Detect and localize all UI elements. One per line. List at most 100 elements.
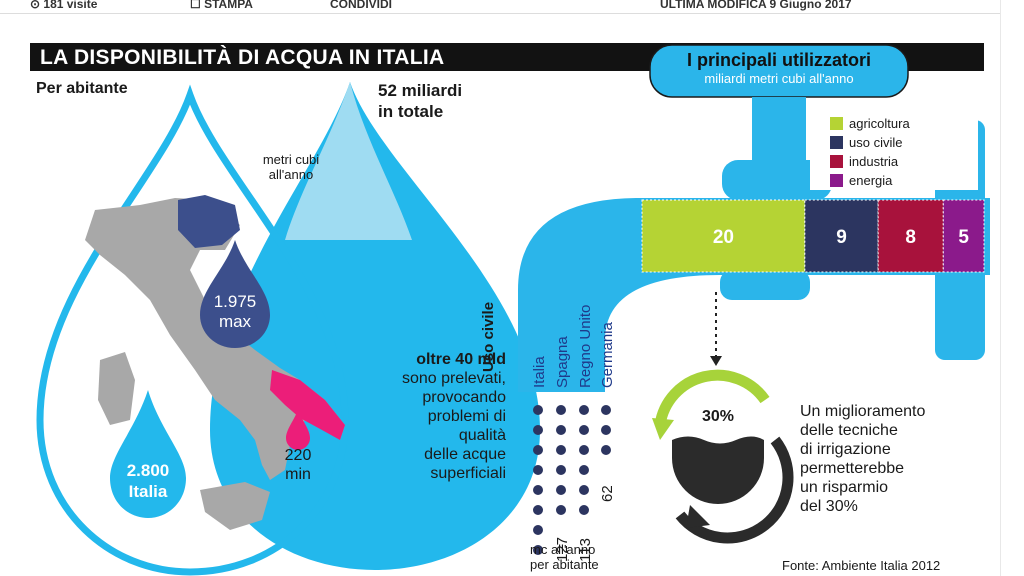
italia-label: Italia xyxy=(128,482,168,501)
legend-swatch xyxy=(830,155,843,168)
min-drop-text: 220 min xyxy=(270,446,326,484)
min-value: 220 xyxy=(284,447,312,464)
tap-title: I principali utilizzatori xyxy=(686,50,872,70)
total-line1: 52 miliardi xyxy=(378,81,463,100)
max-drop xyxy=(200,240,270,348)
civil-use-unit-line2: per abitante xyxy=(530,557,599,572)
civil-use-dot xyxy=(579,485,589,495)
max-label: max xyxy=(218,312,252,331)
cubic-meters-line1: metri cubi xyxy=(262,152,320,167)
civil-use-unit-line1: mc all'anno xyxy=(530,542,596,557)
legend-swatch xyxy=(830,174,843,187)
civil-use-dot xyxy=(533,525,543,535)
civil-use-dot xyxy=(556,445,566,455)
civil-use-dot-chart: Italia152Spagna127Regno Unito113Germania… xyxy=(531,305,616,562)
withdrawal-note-line: provocando xyxy=(422,389,506,406)
total-water-drop-light xyxy=(285,82,412,240)
visits-counter: ⊙ 181 visite xyxy=(30,0,98,11)
italia-drop xyxy=(110,390,186,518)
civil-use-dot xyxy=(579,505,589,515)
stack-bar-industria xyxy=(877,199,944,273)
civil-use-country-label: Spagna xyxy=(554,336,571,388)
civil-use-dot xyxy=(601,425,611,435)
north-region-max xyxy=(178,195,240,248)
withdrawal-note-line: delle acque xyxy=(424,446,506,463)
stacked-bar-chart: 20 9 8 5 xyxy=(641,199,985,273)
civil-use-dot xyxy=(601,445,611,455)
sardinia-map xyxy=(98,352,135,425)
legend-label: industria xyxy=(849,154,899,169)
civil-use-value-label: 113 xyxy=(577,538,594,562)
cubic-meters-line2: all'anno xyxy=(268,167,314,182)
legend-swatch xyxy=(830,136,843,149)
south-region-min xyxy=(270,370,345,440)
civil-use-dot xyxy=(601,405,611,415)
saving-note-line: Un miglioramento xyxy=(800,403,926,420)
last-modified: ULTIMA MODIFICA 9 Giugno 2017 xyxy=(660,0,852,11)
stack-bar-value: 8 xyxy=(905,227,916,248)
dotted-arrow-head xyxy=(710,356,722,366)
civil-use-dot xyxy=(533,505,543,515)
civil-use-dot xyxy=(533,485,543,495)
legend-swatch xyxy=(830,117,843,130)
per-capita-drop-outline xyxy=(36,84,349,576)
top-toolbar: ⊙ 181 visite ☐ STAMPA CONDIVIDI ULTIMA M… xyxy=(0,0,1024,14)
withdrawal-note-line: oltre 40 mld xyxy=(416,351,506,368)
cubic-meters-label: metri cubi all'anno xyxy=(246,152,336,182)
stack-bar-uso-civile xyxy=(804,199,879,273)
saving-percent: 30% xyxy=(701,408,735,425)
civil-use-dot xyxy=(579,425,589,435)
civil-use-unit: mc all'anno per abitante xyxy=(530,542,599,572)
total-label: 52 miliardi in totale xyxy=(378,80,462,122)
saving-note-line: di irrigazione xyxy=(800,441,891,458)
page-scroll-area xyxy=(1000,0,1024,576)
stack-bar-value: 9 xyxy=(836,227,847,248)
withdrawal-note: oltre 40 mld sono prelevati, provocando … xyxy=(346,350,506,483)
civil-use-dot xyxy=(579,405,589,415)
civil-use-dot xyxy=(533,425,543,435)
stack-bar-agricoltura xyxy=(641,199,806,273)
withdrawal-note-line: problemi di xyxy=(427,408,506,425)
sicily-map xyxy=(200,482,270,530)
withdrawal-note-line: qualità xyxy=(458,427,506,444)
min-label: min xyxy=(285,466,311,483)
civil-use-dot xyxy=(533,405,543,415)
legend-label: energia xyxy=(849,173,893,188)
civil-use-value-label: 62 xyxy=(599,485,616,502)
tap-subtitle: miliardi metri cubi all'anno xyxy=(704,71,854,86)
stack-bar-energia xyxy=(942,199,985,273)
civil-use-dot xyxy=(533,545,543,555)
civil-use-dot xyxy=(579,465,589,475)
saving-note-line: del 30% xyxy=(800,498,858,515)
saving-circle xyxy=(652,369,794,544)
civil-use-country-label: Italia xyxy=(531,356,548,388)
per-capita-label: Per abitante xyxy=(36,80,128,97)
stack-bar-value: 5 xyxy=(958,227,969,248)
stack-bar-value: 20 xyxy=(713,227,734,248)
withdrawal-note-line: sono prelevati, xyxy=(401,370,506,387)
saving-note: Un miglioramento delle tecniche di irrig… xyxy=(800,402,925,516)
civil-use-dot xyxy=(556,425,566,435)
max-value: 1.975 xyxy=(213,292,257,311)
civil-use-title: Uso civile xyxy=(480,301,497,372)
italia-drop-text: 2.800 Italia xyxy=(110,460,186,502)
civil-use-dot xyxy=(556,465,566,475)
infographic-title: LA DISPONIBILITÀ DI ACQUA IN ITALIA xyxy=(40,46,445,69)
share-link[interactable]: CONDIVIDI xyxy=(330,0,393,11)
civil-use-dot xyxy=(579,445,589,455)
civil-use-country-label: Germania xyxy=(599,321,616,388)
withdrawal-note-line: superficiali xyxy=(430,465,506,482)
civil-use-dot xyxy=(556,405,566,415)
civil-use-dot xyxy=(556,505,566,515)
civil-use-dot xyxy=(556,485,566,495)
civil-use-country-label: Regno Unito xyxy=(577,305,594,388)
civil-use-dot xyxy=(533,445,543,455)
saving-note-line: delle tecniche xyxy=(800,422,898,439)
min-drop xyxy=(286,410,310,450)
saving-note-line: permetterebbe xyxy=(800,460,905,477)
total-line2: in totale xyxy=(378,102,444,121)
civil-use-dot xyxy=(533,465,543,475)
print-link[interactable]: ☐ STAMPA xyxy=(190,0,253,11)
